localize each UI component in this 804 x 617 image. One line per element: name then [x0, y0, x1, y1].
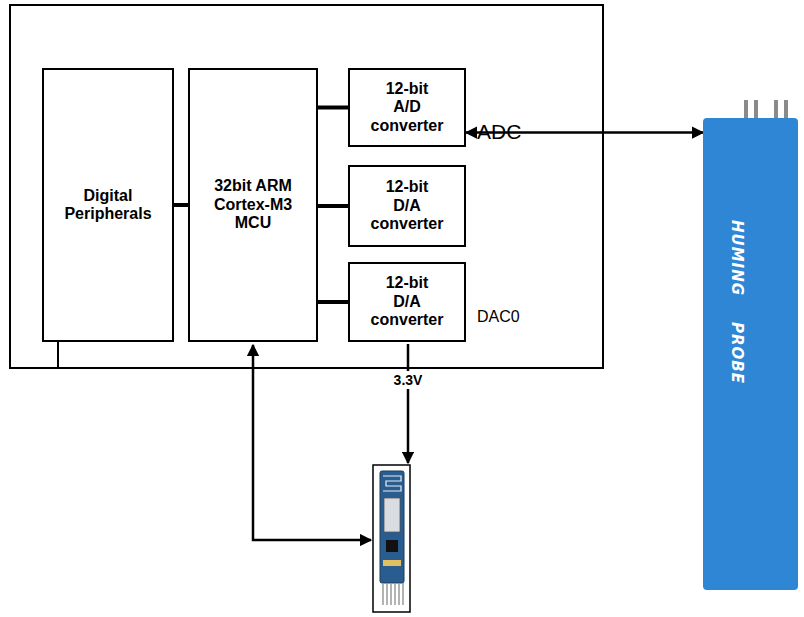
converter-box: 12-bit D/A converter — [348, 262, 466, 342]
ground-wire — [57, 342, 59, 368]
box-label: 12-bit A/D converter — [362, 80, 452, 135]
bus-line — [174, 203, 188, 207]
probe-pins — [744, 100, 788, 118]
converter-box: 12-bit D/A converter — [348, 165, 466, 247]
brand-text: HUMING — [728, 220, 746, 296]
bluetooth-module — [373, 465, 410, 612]
board-outline — [10, 5, 603, 368]
box-label: 12-bit D/A converter — [362, 274, 452, 329]
power-wire — [407, 344, 410, 463]
brand-text: PROBE — [728, 322, 746, 384]
converter-box: 12-bit A/D converter — [348, 68, 466, 147]
probe-device: HUMING PROBE — [703, 118, 798, 590]
signal-name: ADC — [477, 120, 521, 144]
box-label: 32bit ARM Cortex-M3 MCU — [199, 177, 307, 232]
voltage-label: 3.3V — [391, 371, 426, 389]
bus-line — [318, 106, 348, 110]
peripheral-box: Digital Peripherals — [42, 68, 174, 342]
signal-name: DAC0 — [477, 308, 520, 326]
box-label: Digital Peripherals — [49, 187, 167, 224]
box-label: 12-bit D/A converter — [362, 178, 452, 233]
bus-line — [318, 204, 348, 208]
serial-wire — [253, 345, 371, 540]
bus-line — [318, 300, 348, 304]
mcu-box: 32bit ARM Cortex-M3 MCU — [188, 68, 318, 342]
